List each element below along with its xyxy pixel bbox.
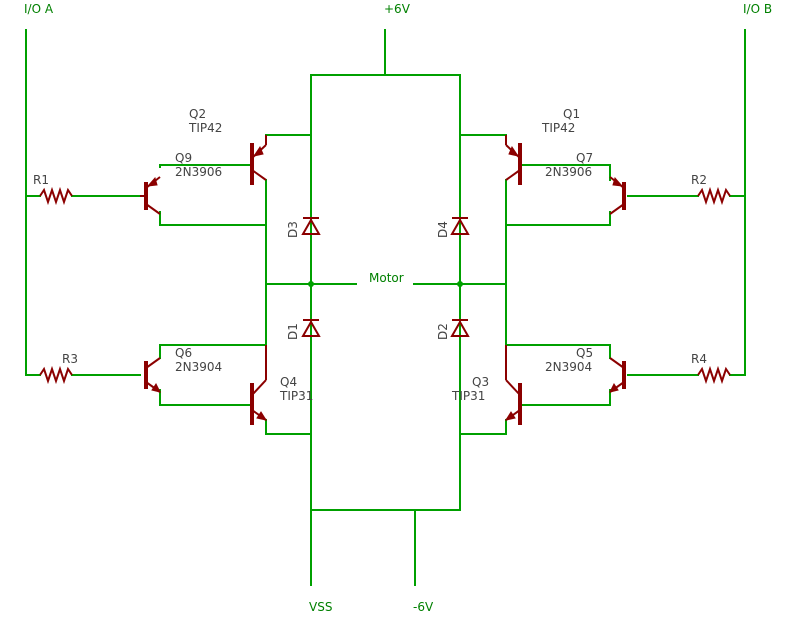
- resistor-r4-body: [697, 365, 731, 385]
- label-r2: R2: [691, 173, 707, 187]
- label-q9-value: 2N3906: [175, 165, 222, 179]
- label-q2-value: TIP42: [188, 121, 222, 135]
- transistor-q3-arrow: [504, 411, 516, 421]
- wire-q7-emitter: [505, 211, 611, 226]
- transistor-q2-collector: [251, 169, 267, 181]
- transistor-q5-arrow: [609, 383, 619, 393]
- wire-q5-emitter: [521, 389, 611, 406]
- label-d1: D1: [286, 323, 300, 340]
- diode-d4: [450, 217, 470, 235]
- label-q2-name: Q2: [189, 107, 206, 121]
- label-q9-name: Q9: [175, 151, 192, 165]
- net-label-io-b: I/O B: [743, 2, 772, 16]
- transistor-q6: [144, 357, 161, 393]
- label-q1-value: TIP42: [541, 121, 575, 135]
- resistor-r1-body: [39, 186, 73, 206]
- transistor-q3-collector: [505, 379, 521, 396]
- transistor-q9: [140, 176, 161, 215]
- wire-q6-collector: [159, 344, 267, 359]
- transistor-q7: [609, 176, 626, 215]
- label-d3: D3: [286, 221, 300, 238]
- transistor-q9-emitter: [145, 203, 161, 215]
- junction-motor-left: [308, 281, 314, 287]
- net-label-vss: VSS: [309, 600, 332, 614]
- net-label-motor: Motor: [369, 271, 404, 285]
- transistor-q1-arrow: [508, 145, 520, 157]
- transistor-q6-arrow: [151, 383, 161, 393]
- transistor-q9-arrow: [146, 176, 158, 187]
- label-q5-value: 2N3904: [545, 360, 592, 374]
- resistor-r3-body: [39, 365, 73, 385]
- resistor-r1: [39, 186, 73, 206]
- label-q4-value: TIP31: [279, 389, 313, 403]
- transistor-q5-collector: [609, 357, 625, 369]
- transistor-q1-collector: [505, 169, 521, 181]
- transistor-q4-collector: [251, 379, 267, 396]
- label-r3: R3: [62, 352, 78, 366]
- diode-d4-body: [450, 217, 470, 235]
- label-d4: D4: [436, 221, 450, 238]
- wire-q3-emitter: [459, 419, 507, 435]
- label-q3-value: TIP31: [451, 389, 485, 403]
- label-q7-name: Q7: [576, 151, 593, 165]
- label-q6-name: Q6: [175, 346, 192, 360]
- transistor-q5: [609, 357, 626, 393]
- label-d2: D2: [436, 323, 450, 340]
- transistor-q1: [505, 135, 522, 185]
- wire-q6-emitter: [159, 389, 251, 406]
- transistor-q4-arrow: [256, 411, 268, 421]
- wire-q5-collector: [505, 344, 611, 359]
- diode-d2: [450, 319, 470, 337]
- junction-motor-right: [457, 281, 463, 287]
- label-r1: R1: [33, 173, 49, 187]
- transistor-q6-collector: [145, 357, 161, 369]
- wires: [25, 29, 746, 586]
- transistor-q4: [250, 345, 268, 425]
- transistor-q7-emitter: [609, 203, 625, 215]
- wire-q9-emitter: [159, 211, 267, 226]
- label-q6-value: 2N3904: [175, 360, 222, 374]
- net-label-vplus: +6V: [384, 2, 411, 16]
- label-r4: R4: [691, 352, 707, 366]
- label-q5-name: Q5: [576, 346, 593, 360]
- resistor-r4: [697, 365, 731, 385]
- wire-q7-collector: [521, 164, 611, 181]
- net-label-io-a: I/O A: [24, 2, 54, 16]
- diode-d3-body: [301, 217, 321, 235]
- resistor-r2-body: [697, 186, 731, 206]
- diode-d1-body: [301, 319, 321, 337]
- diode-d2-body: [450, 319, 470, 337]
- wire-q9-collector: [159, 164, 251, 168]
- wire-q4-emitter: [265, 419, 312, 435]
- label-q3-name: Q3: [472, 375, 489, 389]
- transistor-q2: [250, 135, 267, 185]
- label-q4-name: Q4: [280, 375, 297, 389]
- transistor-q3: [504, 345, 522, 425]
- diode-d3: [301, 217, 321, 235]
- diode-d1: [301, 319, 321, 337]
- label-q1-name: Q1: [563, 107, 580, 121]
- transistor-q7-arrow: [612, 176, 624, 187]
- resistor-r3: [39, 365, 73, 385]
- resistor-r2: [697, 186, 731, 206]
- transistor-q2-arrow: [252, 145, 264, 157]
- net-label-vminus: -6V: [413, 600, 434, 614]
- label-q7-value: 2N3906: [545, 165, 592, 179]
